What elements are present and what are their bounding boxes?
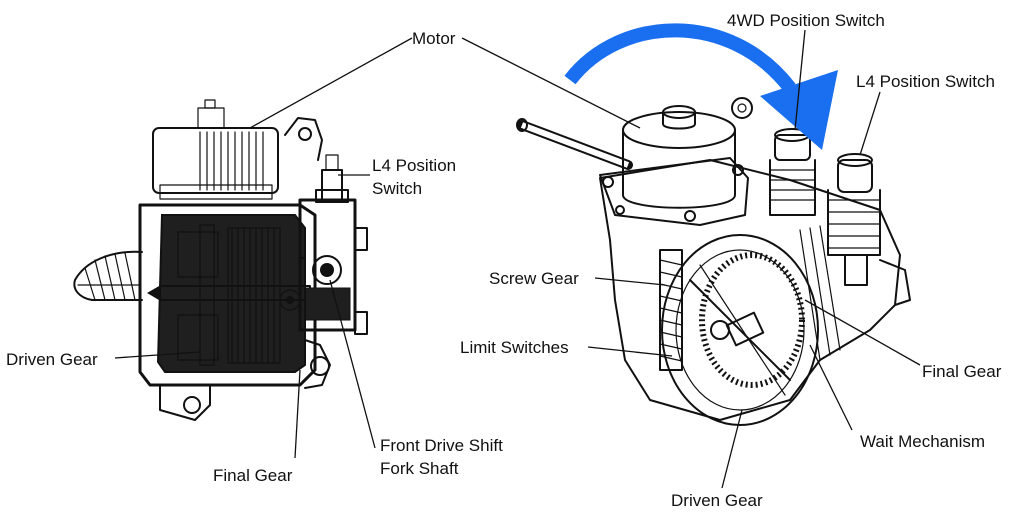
label-final-gear-left: Final Gear (213, 466, 293, 485)
curved-arrow-icon (564, 23, 838, 150)
left-motor (152, 99, 279, 200)
label-wait-mechanism: Wait Mechanism (860, 432, 985, 451)
label-l4-position-left-line2: Switch (372, 179, 422, 198)
labels: Motor L4 Position Switch Driven Gear Fin… (6, 11, 1002, 510)
left-actuator-cutaway (73, 99, 368, 421)
label-final-gear-right: Final Gear (922, 362, 1002, 381)
label-motor: Motor (412, 29, 456, 48)
label-front-drive-line1: Front Drive Shift (380, 436, 503, 455)
label-screw-gear: Screw Gear (489, 269, 579, 288)
right-motor (622, 105, 736, 209)
label-limit-switches: Limit Switches (460, 338, 569, 357)
right-rod (516, 118, 633, 170)
right-driven-gear-disc (661, 234, 819, 426)
label-driven-gear-right: Driven Gear (671, 491, 763, 510)
leader-lines (114, 29, 921, 489)
label-front-drive-line2: Fork Shaft (380, 459, 459, 478)
right-4wd-switch (769, 128, 816, 216)
left-gear-cavity (147, 214, 311, 373)
right-screw-gear (659, 249, 683, 371)
left-hose (73, 250, 143, 301)
label-l4-position-right: L4 Position Switch (856, 72, 995, 91)
label-driven-gear-left: Driven Gear (6, 350, 98, 369)
right-actuator (516, 97, 911, 426)
label-4wd-position-switch: 4WD Position Switch (727, 11, 885, 30)
label-l4-position-left-line1: L4 Position (372, 156, 456, 175)
left-switch-housing (298, 154, 368, 335)
right-l4-switch (827, 153, 881, 286)
